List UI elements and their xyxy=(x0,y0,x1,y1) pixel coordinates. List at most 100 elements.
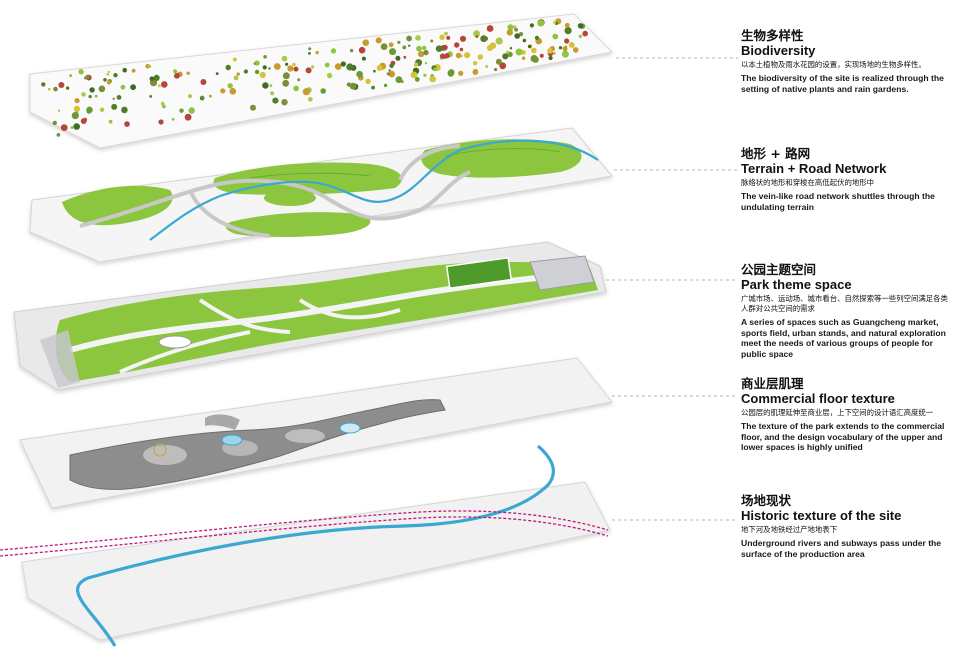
tree-dot xyxy=(272,97,279,104)
tree-dot xyxy=(429,75,437,83)
tree-dot xyxy=(254,69,260,75)
tree-dot xyxy=(78,69,84,75)
tree-dot xyxy=(89,87,95,93)
tree-dot xyxy=(200,79,207,85)
tree-dot xyxy=(464,52,471,59)
tree-dot xyxy=(227,83,233,89)
legend-title-zh: 场地现状 xyxy=(741,493,792,508)
tree-dot xyxy=(349,48,354,53)
tree-dot xyxy=(362,39,370,46)
tree-dot xyxy=(375,37,382,44)
tree-dot xyxy=(86,106,93,114)
tree-dot xyxy=(395,76,403,84)
tree-dot xyxy=(94,94,98,98)
tree-dot xyxy=(406,35,412,42)
tree-dot xyxy=(281,55,288,62)
tree-dot xyxy=(472,69,479,75)
tree-dot xyxy=(121,106,128,114)
commercial-branch xyxy=(205,414,240,430)
tree-dot xyxy=(564,27,572,35)
tree-dot xyxy=(229,88,237,95)
tree-dot xyxy=(108,119,113,124)
tree-dot xyxy=(558,46,563,50)
tree-dot xyxy=(515,48,523,56)
legend-desc-en: Underground rivers and subways pass unde… xyxy=(741,538,942,559)
tree-dot xyxy=(455,52,462,59)
terrain-hill-4 xyxy=(226,212,371,237)
tree-dot xyxy=(472,61,478,66)
legend-biodiversity: 生物多样性 Biodiversity 以本土植物及雨水花园的设置，实现场地的生物… xyxy=(741,28,955,94)
tree-dot xyxy=(82,117,88,122)
tree-dot xyxy=(320,88,327,94)
tree-dot xyxy=(388,69,391,72)
tree-dot xyxy=(395,55,401,61)
tree-dot xyxy=(373,69,376,73)
tree-dot xyxy=(188,107,195,114)
legend-desc-zh: 脉络状的地形和穿梭在高低起伏的地形中 xyxy=(741,178,875,187)
tree-dot xyxy=(388,70,396,78)
urban-stand xyxy=(158,335,192,349)
tree-dot xyxy=(254,60,260,66)
tree-dot xyxy=(107,70,111,74)
commercial-atrium-2 xyxy=(339,422,361,434)
commercial-atrium-1 xyxy=(221,434,243,446)
tree-dot xyxy=(250,104,256,111)
legend-title-en: Commercial floor texture xyxy=(741,391,895,406)
tree-dot xyxy=(477,54,484,60)
tree-dot xyxy=(346,63,354,71)
tree-dot xyxy=(174,72,180,79)
legend-title-zh: 公园主题空间 xyxy=(741,262,817,277)
legend-title-en: Park theme space xyxy=(741,277,852,292)
tree-dot xyxy=(534,35,540,41)
legend-commercial-floor: 商业层肌理 Commercial floor texture 公园层的肌理延伸至… xyxy=(741,376,955,453)
tree-dot xyxy=(418,51,425,58)
tree-dot xyxy=(281,99,288,106)
tree-dot xyxy=(512,25,517,30)
tree-dot xyxy=(424,62,428,65)
tree-dot xyxy=(507,51,513,58)
tree-dot xyxy=(529,23,535,28)
tree-dot xyxy=(236,72,240,76)
park-path-1 xyxy=(69,273,561,353)
tree-dot xyxy=(201,95,205,99)
tree-dot xyxy=(269,84,273,87)
tree-dot xyxy=(414,77,420,82)
tree-dot xyxy=(518,31,524,37)
layer-biodiversity xyxy=(29,13,614,149)
tree-dot xyxy=(486,25,494,32)
tree-dot xyxy=(485,65,489,68)
tree-dot xyxy=(58,82,65,88)
tree-dot xyxy=(273,63,281,70)
legend-desc-zh: 以本土植物及雨水花园的设置，实现场地的生物多样性。 xyxy=(741,60,926,69)
legend-title-zh: 生物多样性 xyxy=(741,28,804,43)
tree-dot xyxy=(162,104,166,109)
tree-dot xyxy=(215,72,219,75)
tree-dot xyxy=(397,40,401,44)
tree-dot xyxy=(389,48,397,56)
tree-dot xyxy=(447,70,455,77)
layer-commercial-floor xyxy=(19,357,613,509)
tree-dot xyxy=(186,71,190,75)
tree-dot xyxy=(446,35,451,40)
tree-dot xyxy=(106,73,110,76)
legend-park-theme: 公园主题空间 Park theme space 广城市场、运动场、城市看台、自然… xyxy=(741,262,955,359)
tree-dot xyxy=(422,45,427,51)
tree-dot xyxy=(376,64,383,71)
tree-dot xyxy=(148,64,152,68)
tree-dot xyxy=(263,55,267,59)
tree-dot xyxy=(122,67,127,73)
tree-dot xyxy=(365,78,371,85)
tree-dot xyxy=(494,67,498,72)
tree-dot xyxy=(103,78,107,82)
tree-dot xyxy=(444,31,448,36)
surface-stream xyxy=(149,139,599,241)
tree-dot xyxy=(160,101,165,106)
tree-dot xyxy=(530,55,538,63)
tree-dot xyxy=(287,65,294,72)
tree-dot xyxy=(413,62,419,67)
legend-desc-en: The biodiversity of the site is realized… xyxy=(741,73,944,94)
legend-title-zh: 商业层肌理 xyxy=(741,376,804,391)
tree-dot xyxy=(499,62,507,70)
tree-dot xyxy=(403,55,407,59)
tree-dot xyxy=(495,58,502,65)
